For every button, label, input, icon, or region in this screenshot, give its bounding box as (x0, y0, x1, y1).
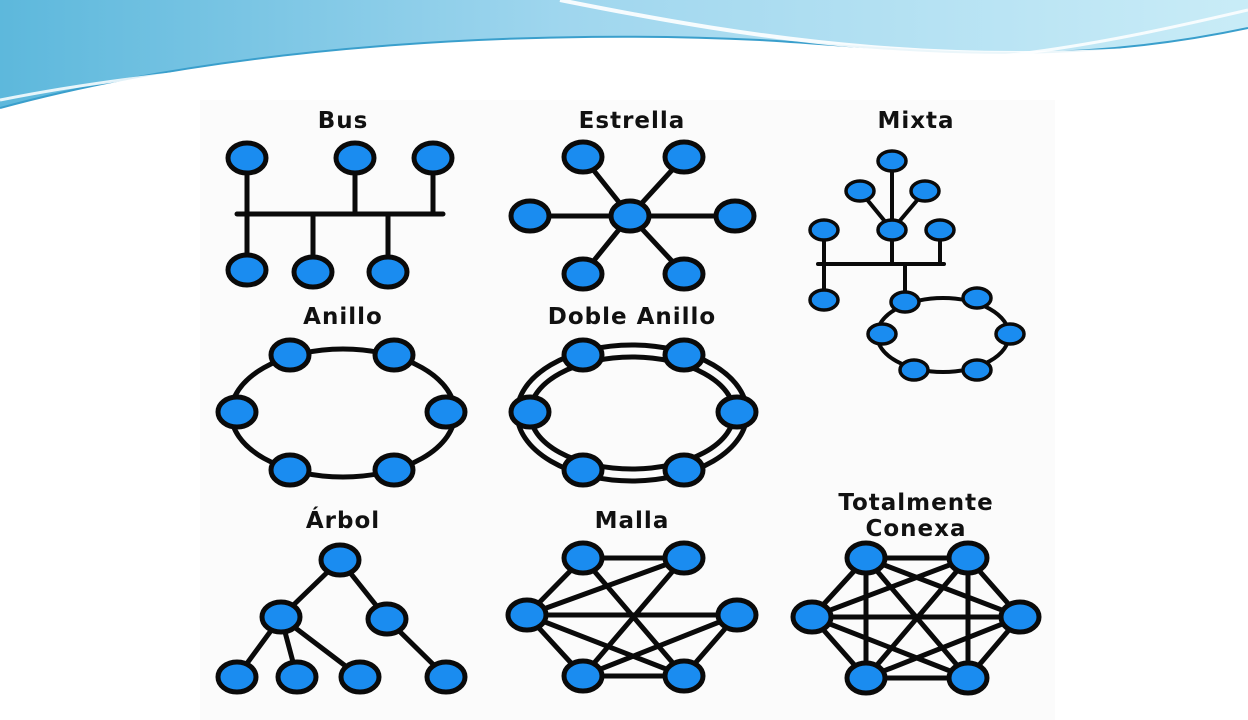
full-mesh-node (998, 599, 1042, 635)
mixed-node (961, 286, 993, 310)
mesh-title: Malla (595, 508, 670, 534)
star-title: Estrella (579, 108, 686, 134)
mixed-title: Mixta (877, 108, 954, 134)
ring-node (268, 452, 312, 488)
mixed-node (866, 322, 898, 346)
mixed-node (844, 179, 876, 203)
mesh-node (561, 658, 605, 694)
full-mesh-node (946, 660, 990, 696)
double-ring-inner-edge (527, 354, 737, 472)
tree-node (318, 542, 362, 578)
ring-node (424, 394, 468, 430)
ring-node (215, 394, 259, 430)
bus-node (225, 252, 269, 288)
mesh-edge (524, 612, 687, 679)
mixed-node (808, 218, 840, 242)
double-ring-title: Doble Anillo (548, 304, 716, 330)
tree-title: Árbol (306, 506, 380, 534)
double-ring-node (662, 452, 706, 488)
mixed-node (924, 218, 956, 242)
double-ring-outer-edge (514, 342, 750, 484)
mesh-edge (580, 555, 687, 679)
full-mesh-node (844, 540, 888, 576)
star-outer-node (662, 139, 706, 175)
bus-node (225, 140, 269, 176)
full-mesh-node (790, 599, 834, 635)
full-title-line2: Conexa (865, 516, 966, 542)
mesh-node (662, 658, 706, 694)
tree-node (338, 659, 382, 695)
ring-node (372, 337, 416, 373)
double-ring-node (662, 337, 706, 373)
mixed-node (898, 358, 930, 382)
mesh-node (715, 597, 759, 633)
mixed-node (889, 290, 921, 314)
mixed-node (876, 149, 908, 173)
full-mesh-edge (809, 614, 971, 681)
double-ring-node (561, 337, 605, 373)
mixed-node (961, 358, 993, 382)
tree-node (365, 601, 409, 637)
bus-node (411, 140, 455, 176)
star-outer-node (561, 256, 605, 292)
mixed-node (808, 288, 840, 312)
full-mesh-node (844, 660, 888, 696)
full-mesh-node (946, 540, 990, 576)
mesh-edge (580, 612, 740, 679)
bus-node (366, 254, 410, 290)
mesh-node (662, 540, 706, 576)
star-outer-node (508, 198, 552, 234)
star-hub-node (608, 198, 652, 234)
bus-node (291, 254, 335, 290)
tree-node (259, 599, 303, 635)
ring-edge (228, 346, 458, 480)
mixed-node (876, 218, 908, 242)
full-mesh-edge (863, 614, 1023, 681)
star-outer-node (561, 139, 605, 175)
bus-node (333, 140, 377, 176)
mixed-node (909, 179, 941, 203)
double-ring-node (561, 452, 605, 488)
header-wave (0, 0, 1248, 109)
network-nodes (215, 139, 1042, 696)
bus-title: Bus (318, 108, 369, 134)
tree-node (424, 659, 468, 695)
ring-title: Anillo (303, 304, 383, 330)
double-ring-node (715, 394, 759, 430)
full-title-line1: Totalmente (838, 490, 993, 516)
double-ring-node (508, 394, 552, 430)
tree-node (275, 659, 319, 695)
mesh-node (561, 540, 605, 576)
ring-node (268, 337, 312, 373)
mesh-node (505, 597, 549, 633)
tree-node (215, 659, 259, 695)
star-outer-node (713, 198, 757, 234)
ring-node (372, 452, 416, 488)
full-mesh-edge (809, 555, 971, 620)
mixed-node (994, 322, 1026, 346)
star-outer-node (662, 256, 706, 292)
